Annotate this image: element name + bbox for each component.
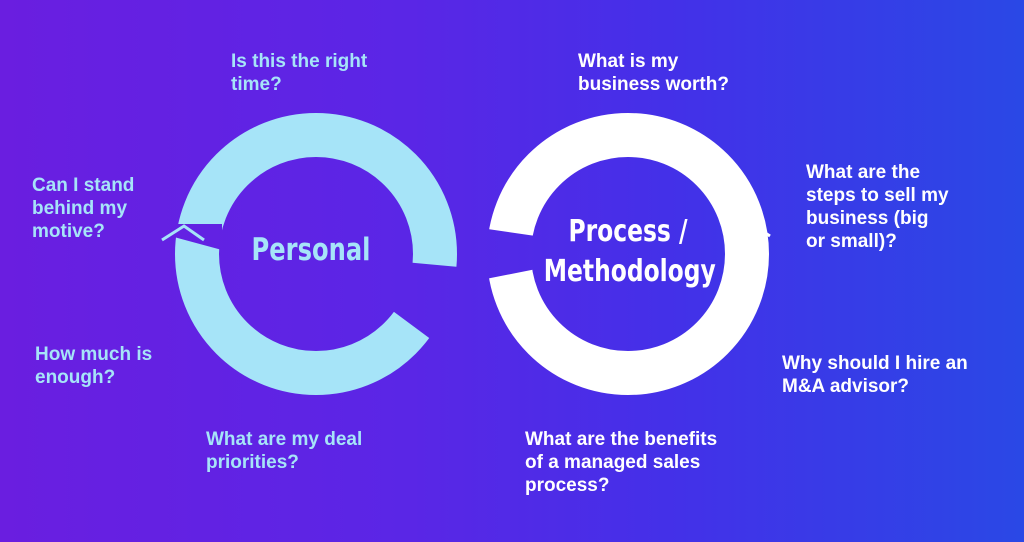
question-steps-to-sell: What are the steps to sell my business (… [806, 162, 949, 252]
question-hire-advisor: Why should I hire an M&A advisor? [782, 353, 968, 397]
question-enough: How much is enough? [35, 344, 153, 388]
process-arrow-chevron [727, 220, 771, 238]
personal-arrow-chevron [161, 224, 205, 242]
question-managed-sales-benefits: What are the benefits of a managed sales… [525, 429, 718, 496]
question-deal-priorities: What are my deal priorities? [206, 429, 363, 473]
personal-loop-ring [175, 113, 457, 395]
question-business-worth: What is my business worth? [578, 51, 729, 95]
question-right-time: Is this the right time? [231, 51, 368, 95]
process-methodology-label: Process / Methodology [543, 214, 716, 289]
process-loop-ring [487, 113, 769, 395]
personal-label: Personal [251, 232, 371, 268]
question-motive: Can I stand behind my motive? [32, 175, 135, 242]
